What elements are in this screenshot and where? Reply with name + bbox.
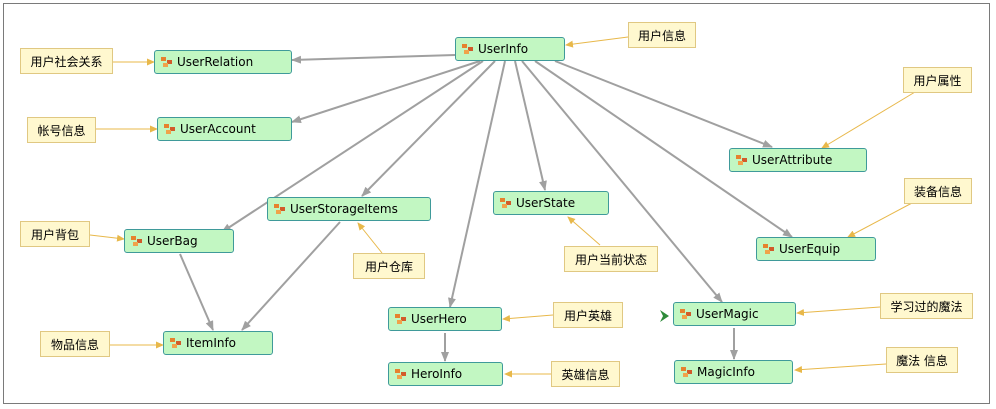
note-text: 学习过的魔法 — [890, 299, 963, 314]
edge-userbag-iteminfo — [179, 253, 214, 331]
edge-userinfo-userattribute — [554, 60, 773, 148]
note-edge-magicinfo — [794, 363, 887, 374]
userhero-class[interactable]: UserHero — [388, 307, 502, 331]
userinfo-class[interactable]: UserInfo — [455, 37, 565, 61]
magicinfo-class[interactable]: MagicInfo — [674, 360, 793, 384]
class-icon — [274, 204, 286, 215]
note-edge-userequip — [847, 202, 913, 238]
class-label: UserAttribute — [752, 153, 833, 167]
diagram-frame — [3, 3, 990, 404]
class-icon — [500, 198, 512, 209]
class-label: ItemInfo — [186, 336, 237, 350]
edge-userinfo-useraccount — [291, 60, 481, 124]
heroinfo-class[interactable]: HeroInfo — [388, 362, 503, 386]
note-text: 用户背包 — [30, 227, 79, 242]
note-text: 用户属性 — [913, 73, 962, 88]
class-label: UserAccount — [180, 122, 256, 136]
class-label: UserEquip — [779, 242, 841, 256]
class-icon — [161, 57, 173, 68]
note-usermagic[interactable]: 学习过的魔法 — [880, 293, 973, 319]
userattribute-class[interactable]: UserAttribute — [729, 148, 867, 172]
class-label: UserMagic — [696, 307, 759, 321]
note-edge-userbag — [89, 234, 125, 242]
note-userstorage[interactable]: 用户仓库 — [353, 253, 425, 279]
userstate-class[interactable]: UserState — [493, 191, 609, 215]
edge-userinfo-userequip — [534, 60, 793, 238]
class-icon — [736, 155, 748, 166]
note-text: 用户当前状态 — [574, 252, 647, 267]
class-label: UserState — [516, 196, 576, 210]
edge-userinfo-userstate — [514, 60, 547, 191]
note-userrelation[interactable]: 用户社会关系 — [20, 48, 113, 74]
class-icon — [170, 338, 182, 349]
note-magicinfo[interactable]: 魔法 信息 — [886, 347, 958, 373]
class-label: UserRelation — [177, 55, 254, 69]
note-text: 装备信息 — [913, 184, 962, 199]
note-text: 帐号信息 — [37, 123, 86, 138]
edge-userinfo-userstorageitems — [361, 60, 496, 197]
class-icon — [462, 44, 474, 55]
class-label: UserStorageItems — [290, 202, 398, 216]
iteminfo-class[interactable]: ItemInfo — [163, 331, 273, 355]
note-edge-usermagic — [796, 306, 881, 316]
class-icon — [164, 124, 176, 135]
collapse-arrow-icon[interactable] — [660, 310, 670, 322]
edge-userinfo-userhero — [448, 60, 506, 308]
class-label: UserBag — [147, 234, 198, 248]
note-edge-userinfo — [565, 36, 629, 48]
class-icon — [763, 244, 775, 255]
note-userstate[interactable]: 用户当前状态 — [564, 246, 658, 272]
class-label: HeroInfo — [411, 367, 463, 381]
class-icon — [680, 309, 692, 320]
note-userhero[interactable]: 用户英雄 — [553, 302, 623, 328]
note-userinfo[interactable]: 用户信息 — [628, 22, 696, 48]
note-text: 用户仓库 — [364, 259, 413, 274]
note-userattribute[interactable]: 用户属性 — [903, 67, 972, 93]
useraccount-class[interactable]: UserAccount — [157, 117, 292, 141]
note-text: 英雄信息 — [561, 367, 610, 382]
edge-userinfo-usermagic — [521, 60, 723, 303]
note-text: 魔法 信息 — [896, 353, 948, 368]
usermagic-class[interactable]: UserMagic — [673, 302, 796, 326]
class-icon — [681, 367, 693, 378]
note-userbag[interactable]: 用户背包 — [20, 221, 90, 247]
note-text: 物品信息 — [50, 337, 99, 352]
note-text: 用户信息 — [637, 28, 686, 43]
note-text: 用户社会关系 — [30, 54, 103, 69]
note-iteminfo[interactable]: 物品信息 — [40, 331, 110, 357]
edge-userstorageitems-iteminfo — [241, 221, 341, 331]
note-useraccount[interactable]: 帐号信息 — [27, 117, 96, 143]
note-edge-userstate — [567, 216, 601, 246]
class-label: UserInfo — [478, 42, 529, 56]
userstorageitems-class[interactable]: UserStorageItems — [267, 197, 431, 221]
class-icon — [395, 314, 407, 325]
edge-userinfo-userbag — [221, 60, 484, 233]
note-edge-userhero — [502, 314, 554, 322]
class-label: MagicInfo — [697, 365, 755, 379]
class-icon — [131, 236, 143, 247]
class-icon — [395, 369, 407, 380]
edge-userinfo-userrelation — [291, 54, 456, 64]
note-edge-userattribute — [821, 91, 916, 149]
note-text: 用户英雄 — [563, 308, 612, 323]
note-userequip[interactable]: 装备信息 — [904, 178, 972, 204]
note-heroinfo[interactable]: 英雄信息 — [551, 361, 620, 387]
class-label: UserHero — [411, 312, 467, 326]
note-edge-userstorage — [357, 222, 383, 254]
userequip-class[interactable]: UserEquip — [756, 237, 876, 261]
userrelation-class[interactable]: UserRelation — [154, 50, 292, 74]
userbag-class[interactable]: UserBag — [124, 229, 234, 253]
